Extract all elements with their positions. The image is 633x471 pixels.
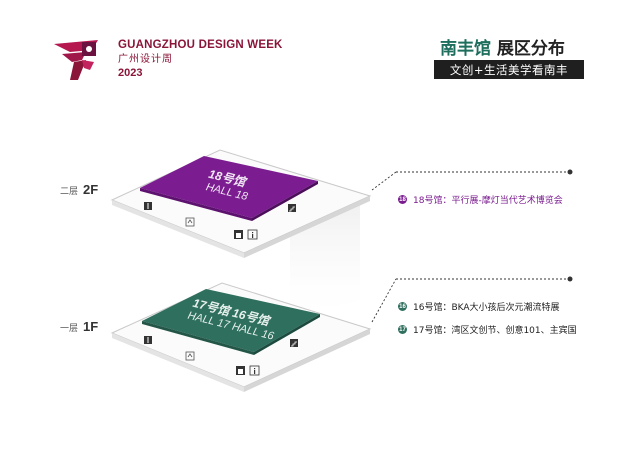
legend-num: 18: [399, 196, 406, 203]
hall-18-block: 18号馆 HALL 18: [140, 156, 318, 221]
info-icon: [247, 229, 258, 240]
logo: [52, 36, 112, 86]
legend-2f: 18 18号馆：平行展-摩灯当代艺术博览会: [398, 193, 563, 206]
restroom-icon: [144, 336, 152, 344]
leader-line-2f: [371, 169, 573, 191]
legend-dot: 16: [398, 302, 407, 311]
luggage-icon: [236, 366, 245, 375]
legend-num: 17: [399, 326, 406, 333]
info-icon: [249, 365, 260, 376]
logo-name-cn: 广州设计周: [118, 53, 173, 65]
title-accent: 南丰馆: [440, 39, 491, 59]
subtitle-bar: 文创+生活美学看南丰: [434, 60, 584, 79]
restroom-icon: [144, 202, 152, 210]
elevator-icon: [185, 351, 195, 361]
title-rest: 展区分布: [491, 39, 565, 59]
floor-label-2f: 二层 2F: [60, 182, 98, 197]
logo-year: 2023: [118, 66, 143, 79]
floor-2f-icons: [144, 202, 296, 240]
leader-line-1f: [371, 276, 573, 323]
legend-1f: 16 16号馆：BKA大小孩后次元潮流特展 17 17号馆：湾区文创节、创意10…: [398, 300, 577, 336]
hall-16-17-block: 17号馆 16号馆 HALL 17 HALL 16: [142, 289, 320, 355]
floor-cn-1f: 一层: [60, 324, 79, 334]
legend-text: 16号馆：BKA大小孩后次元潮流特展: [413, 303, 560, 313]
legend-dot: 17: [398, 325, 407, 334]
page-title: 南丰馆 展区分布: [440, 34, 565, 59]
luggage-icon: [234, 230, 243, 239]
stairs-icon: [288, 204, 296, 212]
legend-text: 17号馆：湾区文创节、创意101、主宾国: [413, 326, 577, 336]
logo-text: GUANGZHOU DESIGN WEEK 广州设计周 2023: [118, 39, 283, 79]
legend-item: 17 17号馆：湾区文创节、创意101、主宾国: [398, 323, 577, 336]
legend-item: 18 18号馆：平行展-摩灯当代艺术博览会: [398, 193, 563, 206]
stairs-icon: [290, 339, 298, 347]
legend-item: 16 16号馆：BKA大小孩后次元潮流特展: [398, 300, 577, 313]
floor-label-1f: 一层 1F: [60, 319, 98, 334]
floor-connector: [290, 202, 360, 325]
subtitle-text: 文创+生活美学看南丰: [449, 62, 569, 77]
runner-logo-icon: [54, 40, 98, 80]
floor-code-1f: 1F: [83, 319, 99, 334]
elevator-icon: [185, 217, 195, 227]
legend-num: 16: [399, 303, 406, 310]
floor-1f-icons: [144, 336, 298, 376]
legend-text: 18号馆：平行展-摩灯当代艺术博览会: [413, 196, 563, 206]
floor-code-2f: 2F: [83, 182, 99, 197]
logo-name-en: GUANGZHOU DESIGN WEEK: [118, 39, 283, 51]
floor-cn-2f: 二层: [60, 187, 79, 197]
legend-dot: 18: [398, 195, 407, 204]
